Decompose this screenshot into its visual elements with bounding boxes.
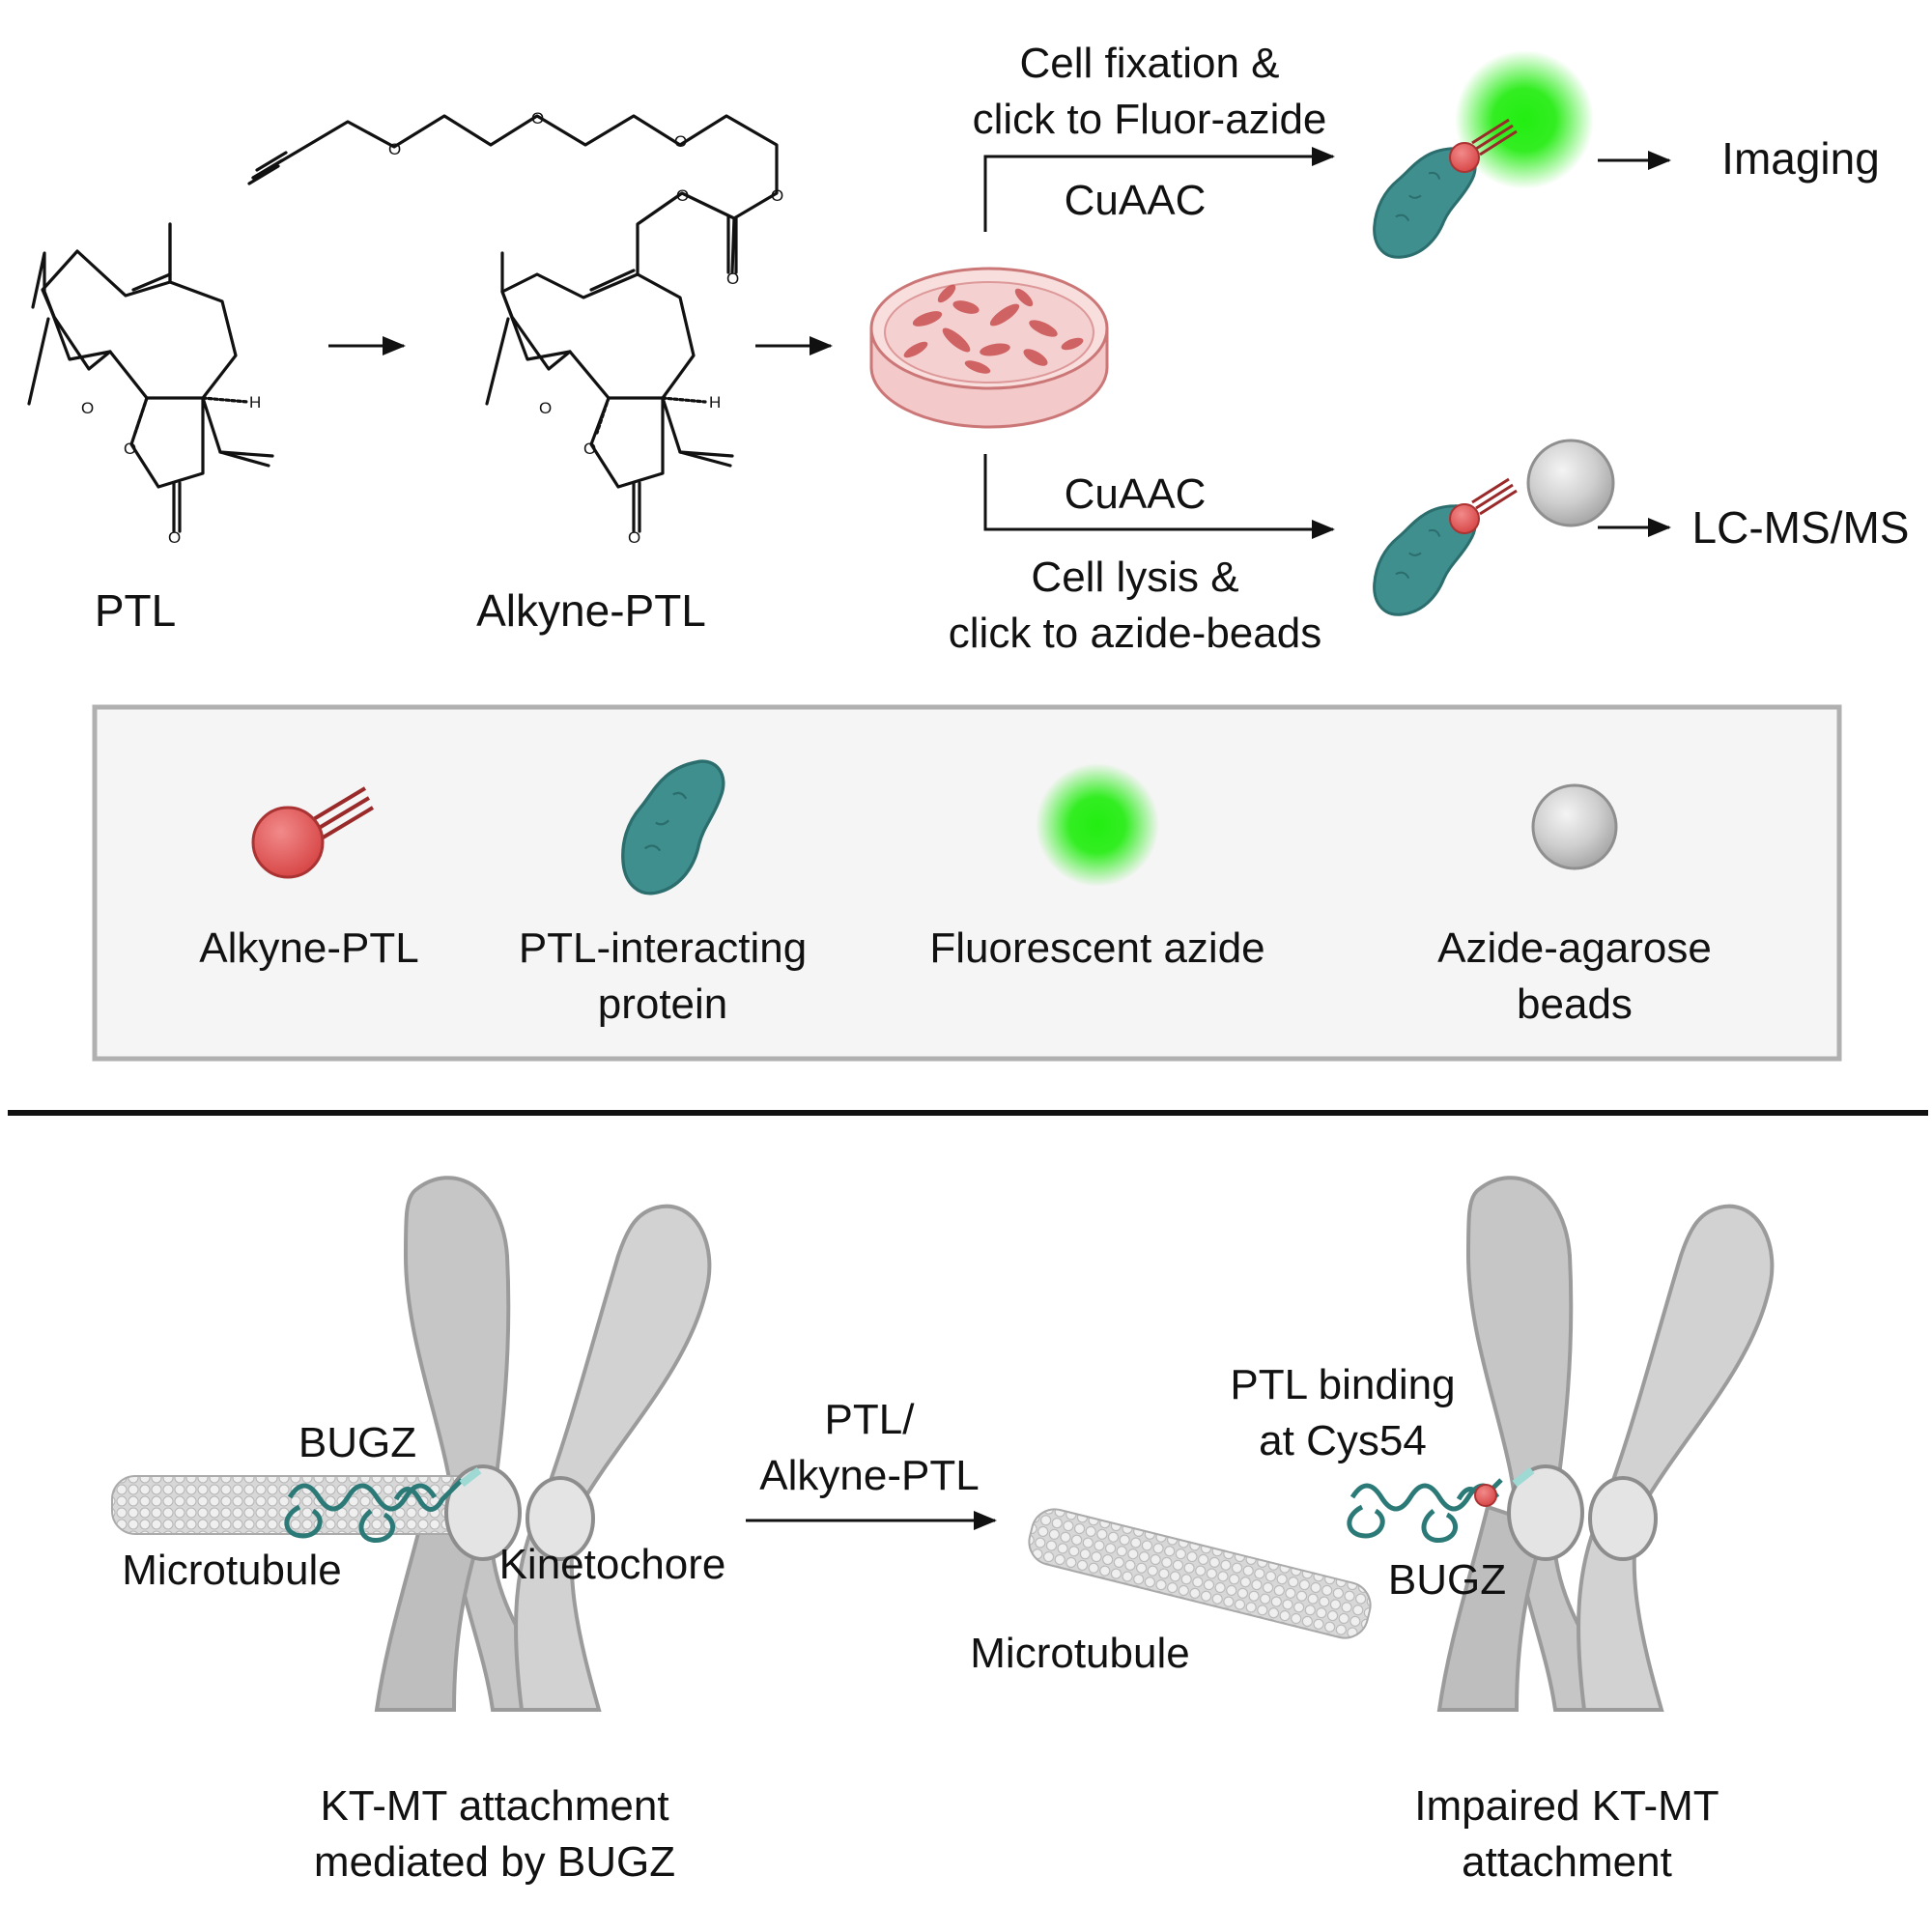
- legend-box: [92, 704, 1842, 1062]
- bound-ptl-ball-icon: [1474, 1484, 1497, 1507]
- caption-left-line2: mediated by BUGZ: [314, 1838, 675, 1886]
- atom-o-epoxide-2: O: [539, 399, 552, 417]
- chromosome-left: [374, 1176, 712, 1712]
- alkyne-ptl-label: Alkyne-PTL: [476, 585, 706, 636]
- kinetochore-left-b: [526, 1476, 595, 1561]
- kinetochore-label: Kinetochore: [499, 1541, 726, 1588]
- alkyne-ptl-ball-icon: [1449, 142, 1480, 173]
- legend-label-alkyne-ptl: Alkyne-PTL: [199, 924, 418, 972]
- bugz-tail-right: [1512, 1466, 1535, 1488]
- arrow-to-ms-branch: [983, 454, 1335, 539]
- fluorescent-glow-icon: [1455, 50, 1594, 189]
- imaging-step-line2: click to Fluor-azide: [973, 96, 1327, 143]
- alkyne-linker-icon: [305, 786, 375, 844]
- ms-cuaac-label: CuAAC: [1065, 470, 1207, 518]
- ms-step-line1: Cell lysis &: [1031, 554, 1238, 601]
- atom-o-lactone-2: O: [583, 440, 596, 458]
- microtubule-detached: [1028, 1508, 1372, 1639]
- imaging-step-line1: Cell fixation &: [1019, 40, 1279, 87]
- fluorescent-glow-icon: [1036, 763, 1159, 887]
- kinetochore-right-a: [1507, 1464, 1584, 1561]
- legend-label-protein-line1: PTL-interacting: [519, 924, 807, 972]
- chromosome-right: [1436, 1176, 1775, 1712]
- atom-o-carbonate2: O: [676, 186, 689, 205]
- bugz-tail-left: [459, 1466, 482, 1488]
- atom-h-2: H: [709, 393, 721, 412]
- petri-dish-icon: [869, 267, 1109, 429]
- ms-step-line2: click to azide-beads: [949, 610, 1321, 657]
- imaging-cuaac-label: CuAAC: [1065, 177, 1207, 224]
- atom-o-peg1: O: [388, 140, 401, 158]
- agarose-bead-icon: [1531, 783, 1618, 870]
- kinetochore-left-a: [444, 1464, 522, 1561]
- lcms-result: LC-MS/MS: [1692, 502, 1910, 553]
- atom-o-carbonate1: O: [771, 186, 783, 205]
- ptl-structure: O O O H: [27, 222, 274, 547]
- caption-left-line1: KT-MT attachment: [320, 1782, 668, 1830]
- alkyne-ptl-ball-icon: [1449, 503, 1480, 534]
- imaging-complex: [1368, 50, 1594, 270]
- bugz-label-left: BUGZ: [298, 1419, 416, 1466]
- bugz-protein-left-icon: [284, 1478, 464, 1543]
- imaging-result: Imaging: [1721, 133, 1880, 184]
- bugz-label-right: BUGZ: [1388, 1556, 1506, 1604]
- alkyne-ptl-structure: O O O O O O O O O H: [247, 109, 783, 547]
- arrow-to-imaging-branch: [983, 147, 1335, 232]
- caption-right-line2: attachment: [1462, 1838, 1672, 1886]
- atom-o-carbonyl-2: O: [628, 528, 640, 547]
- atom-o-carbonyl: O: [168, 528, 181, 547]
- agarose-bead-icon: [1526, 439, 1615, 527]
- legend-item-protein: PTL-interacting protein: [519, 759, 807, 1028]
- legend-label-beads-line1: Azide-agarose: [1437, 924, 1712, 972]
- treatment-label-line1: PTL/: [825, 1396, 916, 1443]
- legend-item-beads: Azide-agarose beads: [1437, 783, 1712, 1028]
- ptl-label: PTL: [95, 585, 176, 636]
- legend-item-alkyne-ptl: Alkyne-PTL: [199, 786, 419, 972]
- atom-o-epoxide: O: [81, 399, 94, 417]
- legend-label-protein-line2: protein: [598, 980, 728, 1028]
- kinetochore-right-b: [1588, 1476, 1658, 1561]
- legend-label-fluorescent-azide: Fluorescent azide: [929, 924, 1264, 972]
- alkyne-linker-icon: [1471, 477, 1518, 516]
- alkyne-ptl-ball-icon: [251, 806, 325, 879]
- ms-complex: [1368, 439, 1615, 628]
- microtubule-label-left: Microtubule: [122, 1547, 341, 1594]
- atom-o-lactone: O: [124, 440, 136, 458]
- legend-label-beads-line2: beads: [1517, 980, 1633, 1028]
- atom-h: H: [249, 393, 261, 412]
- microtubule-label-right: Microtubule: [970, 1630, 1189, 1677]
- atom-o-carbonate3: O: [726, 270, 739, 288]
- treatment-label-line2: Alkyne-PTL: [759, 1452, 979, 1499]
- binding-label-line2: at Cys54: [1259, 1417, 1427, 1464]
- binding-label-line1: PTL binding: [1230, 1361, 1455, 1408]
- legend-item-fluorescent-azide: Fluorescent azide: [929, 763, 1265, 972]
- caption-right-line1: Impaired KT-MT: [1414, 1782, 1719, 1830]
- atom-o-peg3: O: [674, 132, 687, 151]
- alkyne-linker-icon: [1471, 118, 1518, 156]
- atom-o-peg2: O: [531, 109, 544, 128]
